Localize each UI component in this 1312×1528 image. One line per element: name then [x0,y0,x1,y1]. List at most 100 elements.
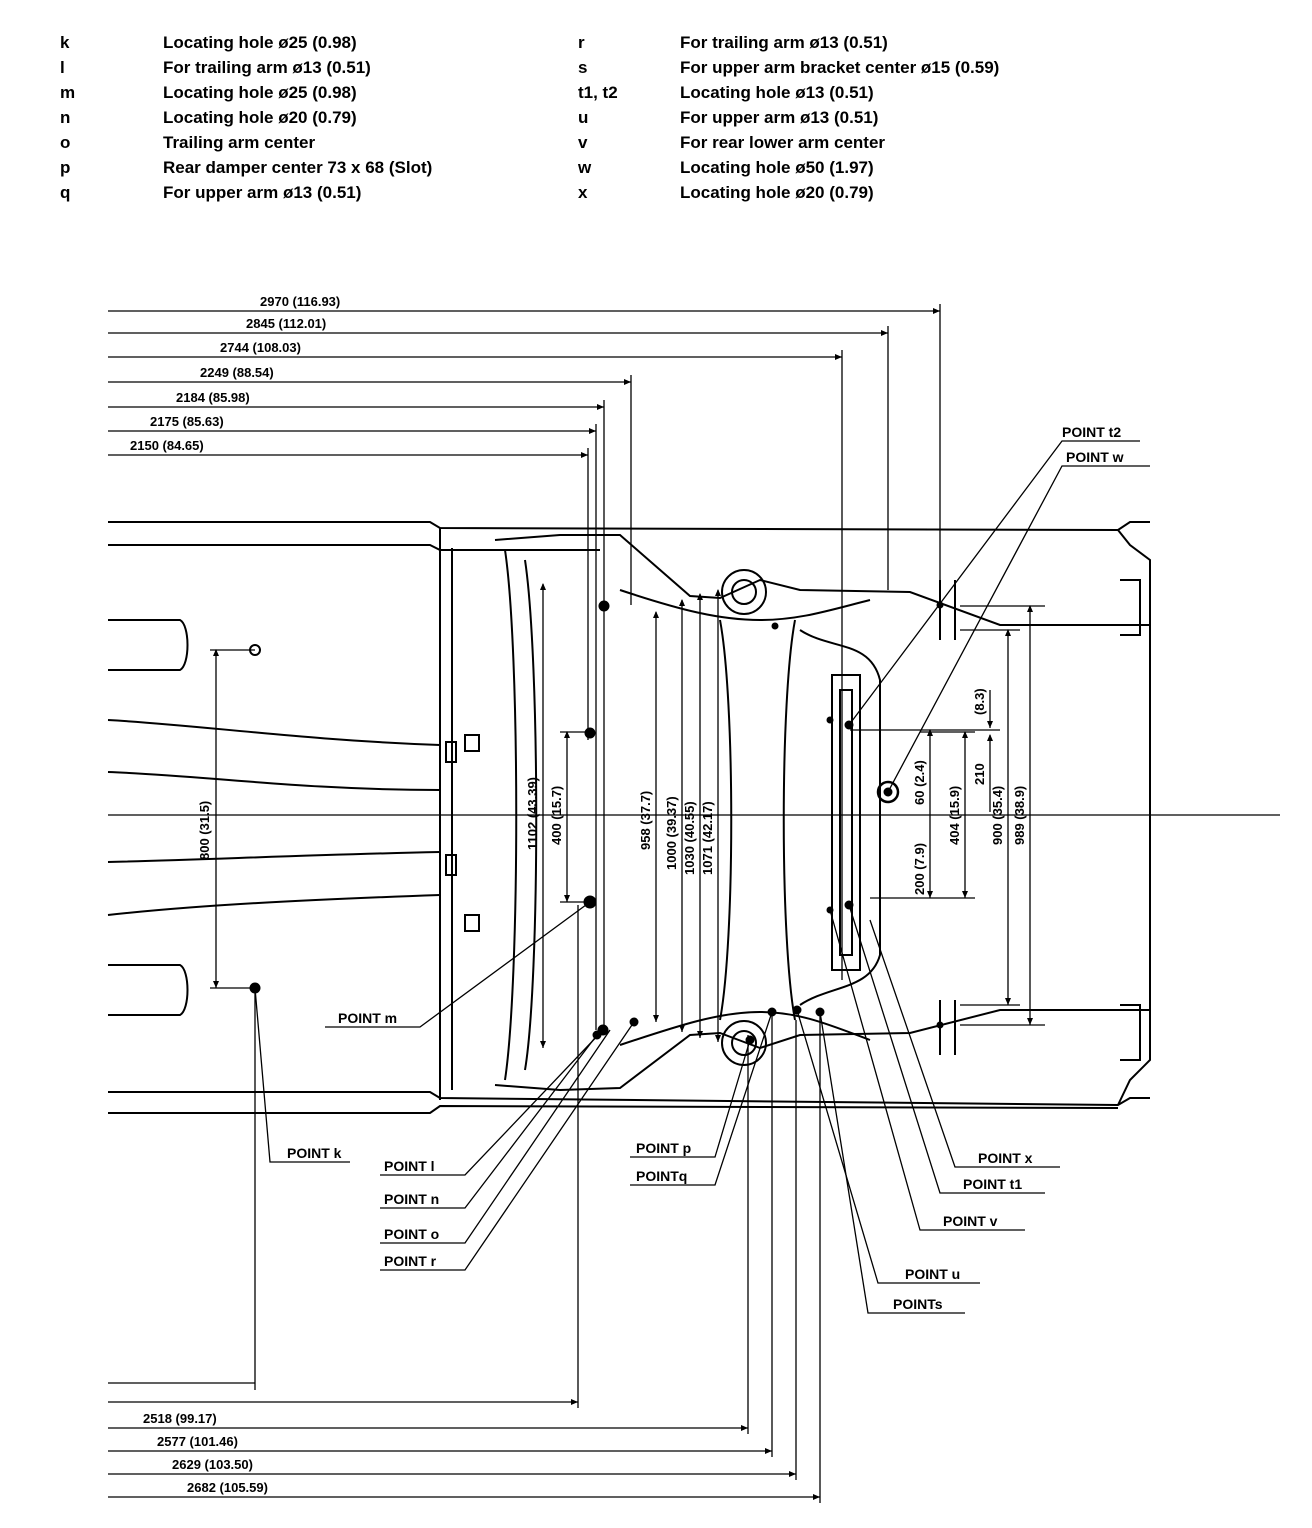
leader-t2 [848,440,1140,726]
label-point-t1: POINT t1 [963,1176,1022,1192]
label-point-o: POINT o [384,1226,439,1242]
label-point-t2: POINT t2 [1062,424,1121,440]
legend-key: t1, t2 [578,83,618,102]
legend-desc: For upper arm bracket center ø15 (0.59) [680,58,1000,77]
label-point-l: POINT l [384,1158,435,1174]
label-point-k: POINT k [287,1145,342,1161]
vdim-label-400: 400 (15.7) [549,786,564,845]
marker-x [936,1021,944,1029]
dim-label-2682: 2682 (105.59) [187,1480,268,1495]
point-markers [249,600,944,1045]
label-point-m: POINT m [338,1010,397,1026]
legend-row-n: n Locating hole ø20 (0.79) [60,105,620,130]
legend-key: m [60,83,76,102]
legend-row-r: r For trailing arm ø13 (0.51) [578,30,1138,55]
legend-desc: Trailing arm center [163,133,316,152]
label-point-r: POINT r [384,1253,437,1269]
legend-desc: For rear lower arm center [680,133,886,152]
legend-row-u: u For upper arm ø13 (0.51) [578,105,1138,130]
legend-key: v [578,133,588,152]
vdim-label-404: 404 (15.9) [947,786,962,845]
legend-row-q: q For upper arm ø13 (0.51) [60,180,620,205]
dim-label-2518: 2518 (99.17) [143,1411,217,1426]
vdim-label-210: 210 [972,763,987,785]
legend-row-l: l For trailing arm ø13 (0.51) [60,55,620,80]
legend-key: n [60,108,71,127]
point-labels: POINT t2 POINT w POINT m POINT k POINT l… [287,424,1124,1312]
legend-key: s [578,58,588,77]
label-point-q: POINTq [636,1168,687,1184]
legend-desc: Rear damper center 73 x 68 (Slot) [163,158,433,177]
legend-row-k: k Locating hole ø25 (0.98) [60,30,620,55]
legend-key: o [60,133,71,152]
leader-x [869,919,1060,1168]
label-point-s: POINTs [893,1296,943,1312]
dim-label-2970: 2970 (116.93) [260,294,340,309]
label-point-w: POINT w [1066,449,1124,465]
leader-v [829,909,1025,1231]
leader-m [325,901,591,1028]
vdim-label-60: 60 (2.4) [912,760,927,805]
top-dimension-labels: 2970 (116.93) 2845 (112.01) 2744 (108.03… [130,294,340,453]
marker-k-top [249,644,261,656]
leader-lines [254,440,1150,1314]
vdim-label-200: 200 (7.9) [912,843,927,895]
marker-l-top [598,600,610,612]
marker-w [876,780,900,804]
marker-v-top [826,716,834,724]
dim-label-2175: 2175 (85.63) [150,414,224,429]
legend: k Locating hole ø25 (0.98) l For trailin… [0,0,1312,210]
legend-key: l [60,58,65,77]
legend-key: u [578,108,589,127]
label-point-p: POINT p [636,1140,691,1156]
dim-label-2629: 2629 (103.50) [172,1457,253,1472]
leader-t1 [848,904,1045,1194]
legend-desc: Locating hole ø25 (0.98) [163,33,357,52]
legend-row-x: x Locating hole ø20 (0.79) [578,180,1138,205]
legend-row-w: w Locating hole ø50 (1.97) [578,155,1138,180]
legend-row-o: o Trailing arm center [60,130,620,155]
vertical-dimensions [210,583,1045,1048]
legend-row-v: v For rear lower arm center [578,130,1138,155]
legend-desc: Locating hole ø25 (0.98) [163,83,357,102]
marker-m-top [584,727,596,739]
dim-label-2150: 2150 (84.65) [130,438,204,453]
legend-row-t: t1, t2 Locating hole ø13 (0.51) [578,80,1138,105]
dim-label-2184: 2184 (85.98) [176,390,250,405]
leader-o [380,1029,611,1244]
vdim-label-989: 989 (38.9) [1012,786,1027,845]
legend-desc: Locating hole ø13 (0.51) [680,83,874,102]
leader-s [819,1011,965,1314]
legend-key: r [578,33,585,52]
leader-u [796,1009,980,1284]
vertical-dimension-labels: 800 (31.5) 1102 (43.39) 400 (15.7) 958 (… [197,688,1027,895]
vdim-label-1071: 1071 (42.17) [700,801,715,875]
vdim-label-800: 800 (31.5) [197,801,212,860]
legend-desc: For trailing arm ø13 (0.51) [163,58,371,77]
legend-key: q [60,183,71,202]
leader-n [380,1034,598,1209]
dim-label-2249: 2249 (88.54) [200,365,274,380]
legend-desc: For trailing arm ø13 (0.51) [680,33,888,52]
leader-l [380,1029,604,1176]
top-dimensions [108,304,941,1030]
vdim-label-8: (8.3) [972,688,987,715]
legend-desc: Locating hole ø20 (0.79) [680,183,874,202]
legend-key: k [60,33,70,52]
legend-desc: For upper arm ø13 (0.51) [680,108,879,127]
dim-label-2845: 2845 (112.01) [246,316,326,331]
legend-row-m: m Locating hole ø25 (0.98) [60,80,620,105]
legend-key: x [578,183,588,202]
legend-desc: Locating hole ø50 (1.97) [680,158,874,177]
vdim-label-900: 900 (35.4) [990,786,1005,845]
legend-key: w [578,158,592,177]
vdim-label-1030: 1030 (40.55) [682,801,697,875]
legend-row-s: s For upper arm bracket center ø15 (0.59… [578,55,1138,80]
dim-label-2744: 2744 (108.03) [220,340,301,355]
vdim-label-1102: 1102 (43.39) [525,777,540,850]
leader-w [887,465,1150,793]
leader-p [630,1039,751,1158]
legend-key: p [60,158,71,177]
legend-row-p: p Rear damper center 73 x 68 (Slot) [60,155,620,180]
